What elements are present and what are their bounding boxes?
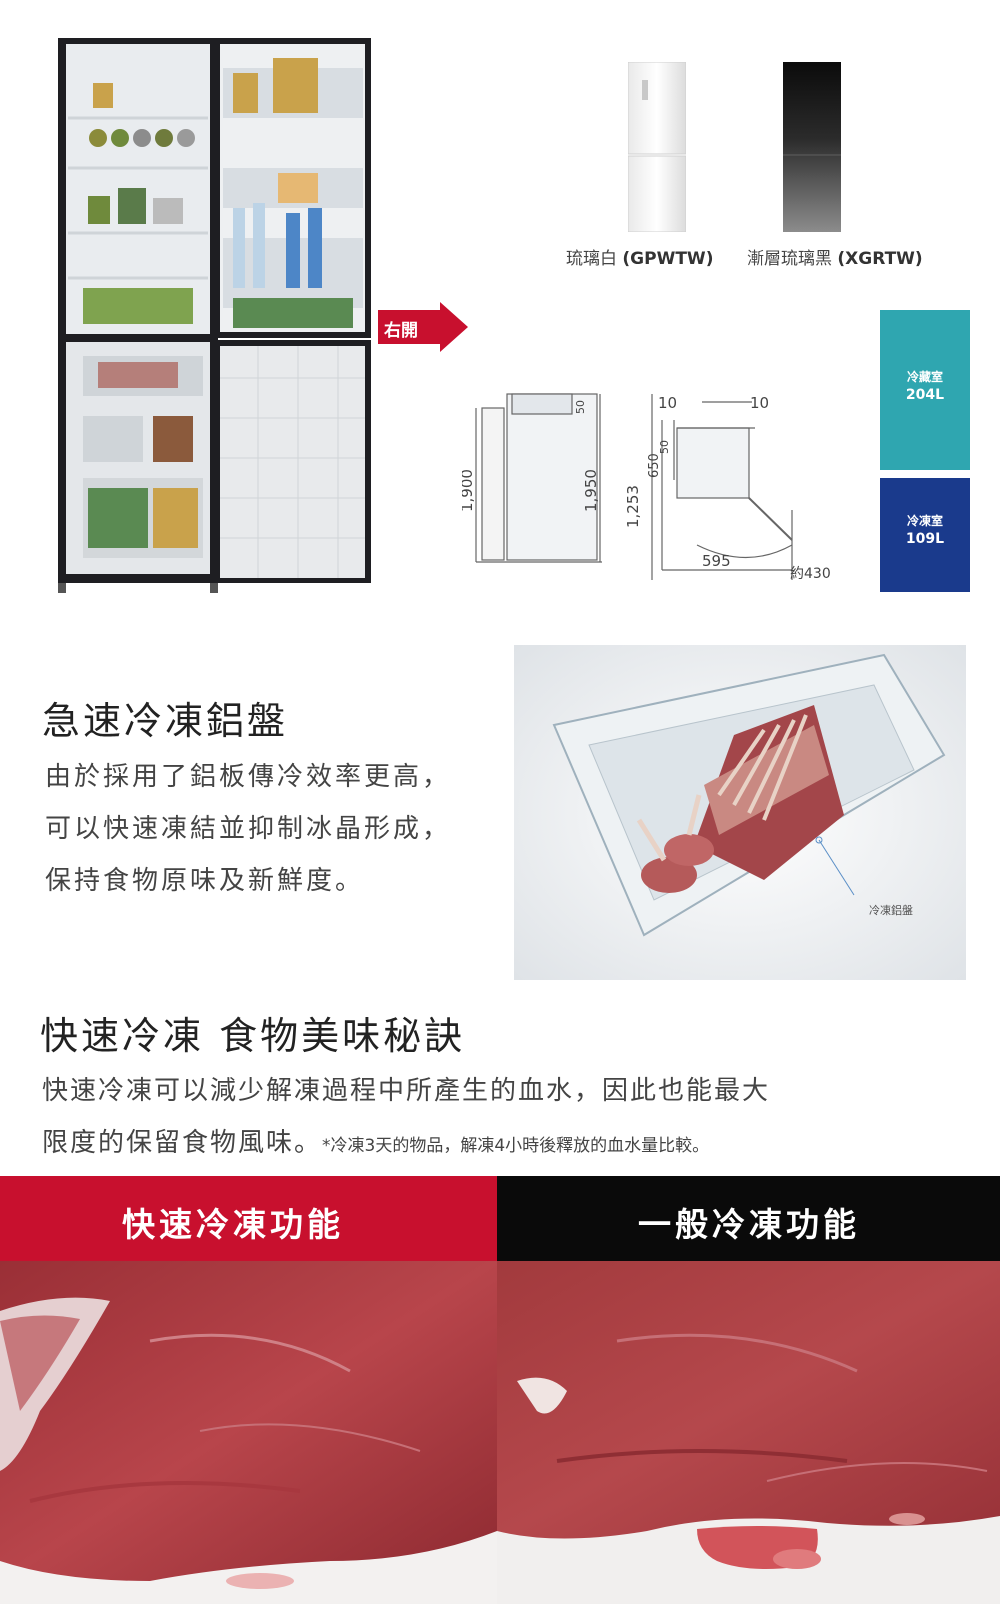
section1-title: 急速冷凍鋁盤	[42, 699, 289, 743]
dim-upper-650: 650	[647, 453, 662, 478]
dim-top-gap: 50	[574, 400, 587, 414]
dim-clearance-right: 10	[750, 394, 769, 412]
fridge-open-photo	[58, 38, 371, 593]
section2-title: 快速冷凍 食物美味秘訣	[40, 1014, 466, 1058]
fast-freeze-label: 快速冷凍功能	[122, 1205, 344, 1244]
section1-line1: 由於採用了鋁板傳冷效率更高，	[45, 762, 452, 792]
fridge-capacity-block	[880, 310, 970, 470]
fast-freeze-meat-photo	[0, 1261, 497, 1604]
dim-clearance-left: 10	[658, 394, 677, 412]
normal-freeze-meat-photo	[497, 1261, 1000, 1604]
white-model-name: 琉璃白	[566, 249, 617, 269]
normal-freeze-label: 一般冷凍功能	[638, 1205, 860, 1244]
black-model-image	[783, 62, 841, 232]
freezer-capacity-block	[880, 478, 970, 592]
dim-width: 595	[702, 552, 731, 570]
fridge-capacity-label: 冷藏室	[906, 370, 943, 384]
normal-freeze-band	[497, 1176, 1000, 1261]
freezer-tray-label: 冷凍鋁盤	[869, 904, 913, 917]
dim-side-height: 1,900	[462, 469, 476, 512]
freezer-tray-photo	[514, 645, 966, 980]
section2-note: *冷凍3天的物品，解凍4小時後釋放的血水量比較。	[322, 1136, 710, 1156]
white-model-image	[628, 62, 686, 232]
capacity-bar	[880, 310, 970, 592]
right-open-label: 右開	[384, 321, 418, 341]
white-model-caption: 琉璃白 (GPWTW)	[566, 244, 713, 269]
section1-line2: 可以快速凍結並抑制冰晶形成，	[45, 814, 452, 844]
right-arrow-icon	[378, 302, 468, 352]
dim-upper-50: 50	[658, 440, 671, 454]
section2-line1: 快速冷凍可以減少解凍過程中所產生的血水，因此也能最大	[42, 1076, 771, 1106]
black-model-caption: 漸層琉璃黑 (XGRTW)	[747, 244, 923, 269]
black-model-code: (XGRTW)	[837, 249, 923, 269]
fast-freeze-band	[0, 1176, 497, 1261]
fridge-capacity-value: 204L	[905, 387, 945, 403]
dim-total-height: 1,950	[582, 469, 600, 512]
white-model-code: (GPWTW)	[622, 249, 714, 269]
black-model-name: 漸層琉璃黑	[747, 249, 832, 269]
freezer-capacity-value: 109L	[905, 531, 945, 547]
section1-line3: 保持食物原味及新鮮度。	[45, 866, 365, 896]
section2-line2-text: 限度的保留食物風味。	[42, 1128, 323, 1158]
dim-front-height: 1,253	[624, 485, 642, 528]
freezer-capacity-label: 冷凍室	[906, 514, 943, 528]
section2-line2: 限度的保留食物風味。*冷凍3天的物品，解凍4小時後釋放的血水量比較。	[42, 1122, 709, 1159]
dim-door-depth: 約430	[790, 566, 831, 582]
dimension-diagram: 1,900 1,950 50 1,253 650 50 10 10 595 約4…	[462, 393, 831, 582]
